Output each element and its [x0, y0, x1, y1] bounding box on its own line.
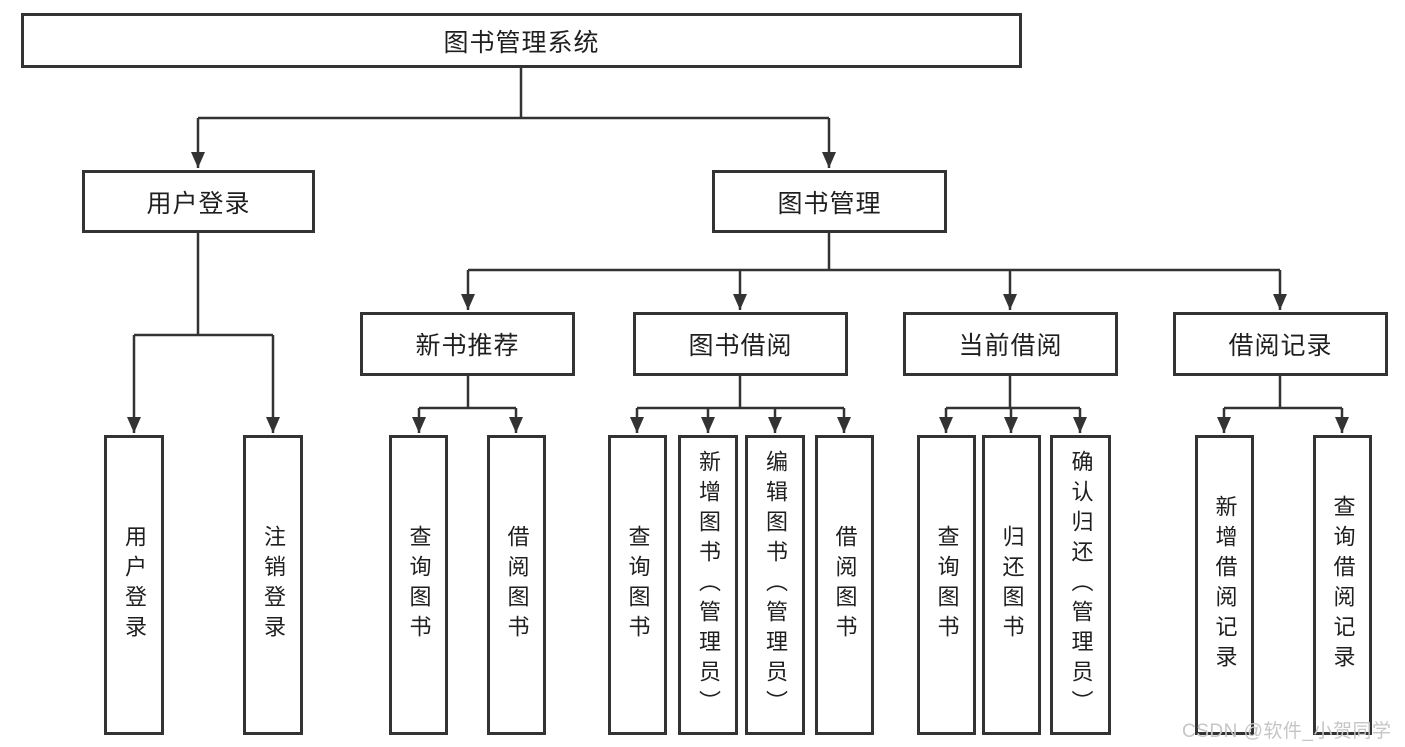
leaf-user-login: 用户登录 [104, 435, 164, 735]
leaf-query-borrow-record-label: 查询借阅记录 [1330, 495, 1356, 675]
leaf-edit-books-admin: 编辑图书（管理员） [745, 435, 805, 735]
leaf-recommend-query-books: 查询图书 [389, 435, 448, 735]
node-book-management: 图书管理 [712, 170, 947, 233]
connector-borrow-records-stem [1224, 376, 1342, 410]
leaf-add-borrow-record-label: 新增借阅记录 [1212, 495, 1238, 675]
node-book-borrow: 图书借阅 [633, 312, 848, 376]
leaf-user-login-label: 用户登录 [122, 525, 147, 645]
leaf-query-borrow-record: 查询借阅记录 [1313, 435, 1372, 735]
leaf-borrow-borrow-books-label: 借阅图书 [832, 525, 858, 645]
node-root-label: 图书管理系统 [443, 28, 600, 57]
leaf-current-query-books: 查询图书 [917, 435, 976, 735]
connector-book-borrow-stem [637, 376, 844, 410]
leaf-recommend-borrow-books: 借阅图书 [487, 435, 546, 735]
leaf-current-query-books-label: 查询图书 [934, 525, 960, 645]
leaf-borrow-borrow-books: 借阅图书 [815, 435, 874, 735]
connector-current-borrow-stem [946, 376, 1080, 410]
leaf-logout-login: 注销登录 [243, 435, 303, 735]
leaf-recommend-borrow-books-label: 借阅图书 [504, 525, 530, 645]
leaf-add-books-admin: 新增图书（管理员） [678, 435, 738, 735]
connector-user-login-stem [134, 233, 273, 337]
leaf-return-books-label: 归还图书 [999, 525, 1025, 645]
leaf-borrow-query-books-label: 查询图书 [625, 525, 651, 645]
leaf-return-books: 归还图书 [982, 435, 1041, 735]
csdn-watermark: CSDN @软件_小贺同学 [1182, 721, 1392, 742]
node-new-book-recommend: 新书推荐 [360, 312, 575, 376]
node-user-login: 用户登录 [82, 170, 315, 233]
node-new-book-recommend-label: 新书推荐 [415, 332, 520, 360]
leaf-edit-books-admin-label: 编辑图书（管理员） [763, 450, 788, 720]
leaf-add-books-admin-label: 新增图书（管理员） [696, 450, 721, 720]
node-root: 图书管理系统 [21, 13, 1022, 68]
connector-root-stem [198, 68, 829, 120]
node-book-borrow-label: 图书借阅 [688, 332, 793, 360]
leaf-confirm-return-admin: 确认归还（管理员） [1050, 435, 1111, 735]
connector-book-management-stem [468, 233, 1280, 272]
leaf-logout-login-label: 注销登录 [261, 525, 286, 645]
leaf-confirm-return-admin-label: 确认归还（管理员） [1068, 450, 1094, 720]
leaf-borrow-query-books: 查询图书 [608, 435, 667, 735]
node-current-borrow: 当前借阅 [903, 312, 1118, 376]
connector-new-book-recommend-stem [419, 376, 516, 410]
leaf-add-borrow-record: 新增借阅记录 [1195, 435, 1254, 735]
node-borrow-records-label: 借阅记录 [1228, 332, 1333, 360]
node-user-login-label: 用户登录 [146, 189, 251, 218]
node-book-management-label: 图书管理 [777, 189, 882, 218]
leaf-recommend-query-books-label: 查询图书 [406, 525, 432, 645]
node-borrow-records: 借阅记录 [1173, 312, 1388, 376]
node-current-borrow-label: 当前借阅 [958, 332, 1063, 360]
